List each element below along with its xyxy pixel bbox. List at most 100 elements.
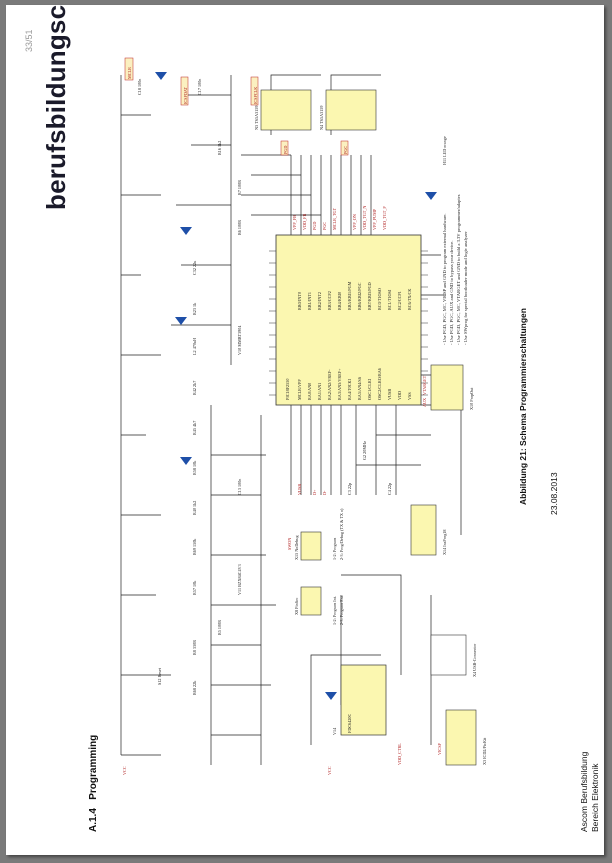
footer-line-1: Ascom Berufsbildung [579,751,589,832]
svg-text:X10 PropOut: X10 PropOut [469,387,474,410]
svg-text:D-: D- [322,490,327,495]
svg-text:MCLR/VPP: MCLR/VPP [297,379,302,400]
svg-text:VUSB: VUSB [387,389,392,400]
svg-text:D+: D+ [312,489,317,495]
svg-text:C17 100n: C17 100n [197,78,202,95]
svg-text:RB5/KBI1/PGM: RB5/KBI1/PGM [347,281,352,310]
brand-logo-text: berufsbildungscenter.ch [41,5,71,210]
svg-text:RB3/CCP2: RB3/CCP2 [327,291,332,310]
svg-text:VCC: VCC [327,766,332,775]
svg-text:AUX: AUX [422,398,427,407]
svg-text:VPP_ON: VPP_ON [352,214,357,230]
mosfet-v14 [340,664,387,736]
svg-text:R7 100R: R7 100R [237,180,242,195]
svg-text:RA2/AN2/VREF-: RA2/AN2/VREF- [327,369,332,400]
jumper-x8 [300,586,322,616]
svg-text:RA5/AN4/SS: RA5/AN4/SS [357,376,362,400]
connector-x14 [410,504,437,556]
svg-text:R6 100R: R6 100R [237,220,242,235]
svg-text:X15 NoDebug: X15 NoDebug [294,535,299,560]
svg-text:RA3/AN3/VREF+: RA3/AN3/VREF+ [337,368,342,400]
svg-text:V14: V14 [332,727,337,735]
svg-text:X3 ICD2/PicKit: X3 ICD2/PicKit [482,737,487,765]
svg-text:C3 22p: C3 22p [347,483,352,495]
svg-text:C4 22p: C4 22p [387,483,392,495]
svg-text:ICSPCLK: ICSPCLK [253,87,258,104]
svg-text:VPP_PUMP: VPP_PUMP [372,208,377,230]
svg-text:L2 470uH: L2 470uH [192,338,197,355]
page-number: 33/51 [24,29,34,52]
footer-line-2: Bereich Elektronik [590,763,600,832]
svg-text:VDD_CTRL: VDD_CTRL [397,743,402,765]
svg-text:OSC2/CLKO/RA6: OSC2/CLKO/RA6 [377,368,382,400]
mcu-pin-ticks [269,250,428,396]
svg-text:X8 PinSrc: X8 PinSrc [294,598,299,615]
svg-text:PGD: PGD [312,222,317,230]
svg-text:R5 100R: R5 100R [217,620,222,635]
schematic-wires [120,74,462,765]
svg-text:G2 20MHz: G2 20MHz [362,441,367,460]
svg-text:VUSB: VUSB [297,484,302,495]
svg-text:X4 USB-Connector: X4 USB-Connector [472,643,477,677]
svg-text:VDD_TGT_P: VDD_TGT_P [382,206,387,230]
figure-caption: Abbildung 21: Schema Programmierschaltun… [518,308,528,505]
svg-text:MCLR: MCLR [127,67,132,79]
svg-text:C18 100n: C18 100n [137,78,142,95]
svg-text:PGC: PGC [322,222,327,230]
svg-text:2-3: Program Ext.: 2-3: Program Ext. [339,595,344,625]
document-page: berufsbildungscenter.ch 33/51 A.1.4 Prog… [6,5,604,855]
svg-text:1-2: Program: 1-2: Program [332,537,337,560]
svg-text:R42 2k7: R42 2k7 [192,381,197,395]
svg-text:R16 1k2: R16 1k2 [217,141,222,155]
section-number: A.1.4 [88,808,99,832]
svg-text:VDD: VDD [397,391,402,400]
note-2: - Use PGD, PGC, AUX and GND to bypass yo… [449,241,455,346]
svg-text:VCC: VCC [122,766,127,775]
mcu-pic18f2550 [275,234,422,406]
svg-text:X14 InsProg18: X14 InsProg18 [442,530,447,555]
svg-text:VDD_FB: VDD_FB [302,214,307,230]
svg-text:RA4/T0CKI: RA4/T0CKI [347,378,352,400]
svg-text:R69 150k: R69 150k [192,538,197,555]
connector-x10 [430,364,464,411]
svg-text:H11 LED orange: H11 LED orange [442,136,447,165]
svg-text:SWON: SWON [287,538,292,550]
net-flags [124,57,349,156]
footer-organization: Ascom Berufsbildung Bereich Elektronik [579,752,601,832]
schematic-notes: - Use PGD, PGC, MC, VICSP and GND to pro… [442,194,468,345]
svg-text:R45 4k7: R45 4k7 [192,421,197,435]
svg-text:R8 330R: R8 330R [192,640,197,655]
svg-text:N3 TS5A3159: N3 TS5A3159 [254,106,259,130]
svg-text:RB6/KBI2/PGC: RB6/KBI2/PGC [357,282,362,310]
svg-text:2-3: Prog/Debug (TX & TX n): 2-3: Prog/Debug (TX & TX n) [339,508,344,560]
connector-x3 [445,709,477,766]
svg-text:RA1/AN1: RA1/AN1 [317,383,322,400]
document-date: 23.08.2013 [549,472,559,515]
svg-text:C13 100n: C13 100n [237,478,242,495]
svg-text:VSS: VSS [407,392,412,400]
svg-text:FDC6420C: FDC6420C [347,713,352,733]
svg-text:RB0/INT0: RB0/INT0 [297,292,302,310]
svg-text:PGC: PGC [343,146,348,154]
svg-text:S12 Reset: S12 Reset [157,667,162,685]
note-3: - Use PGD, PGC, MC, VTARGET and GND to b… [456,194,462,345]
svg-text:R58 10k: R58 10k [192,460,197,475]
svg-text:V11 BZX84C4V3: V11 BZX84C4V3 [237,564,242,595]
jumper-x15 [300,531,322,561]
svg-text:R68 22k: R68 22k [192,680,197,695]
svg-text:MCLR_TGT: MCLR_TGT [332,207,337,230]
svg-text:RC0/T1OSO: RC0/T1OSO [377,288,382,310]
switch-n4 [325,89,377,131]
svg-text:ICSPDAT: ICSPDAT [183,87,188,104]
svg-text:RC6/TX/CK: RC6/TX/CK [407,289,412,310]
svg-text:PGD: PGD [283,146,288,154]
svg-text:RB2/INT2: RB2/INT2 [317,292,322,310]
svg-text:RC2/CCP1: RC2/CCP1 [397,291,402,310]
svg-text:VDD_TGT_N: VDD_TGT_N [362,206,367,230]
section-heading: A.1.4 Programming [88,735,99,832]
svg-text:PIC18F2550: PIC18F2550 [285,379,290,400]
svg-text:N4 TS5A3159: N4 TS5A3159 [319,106,324,130]
